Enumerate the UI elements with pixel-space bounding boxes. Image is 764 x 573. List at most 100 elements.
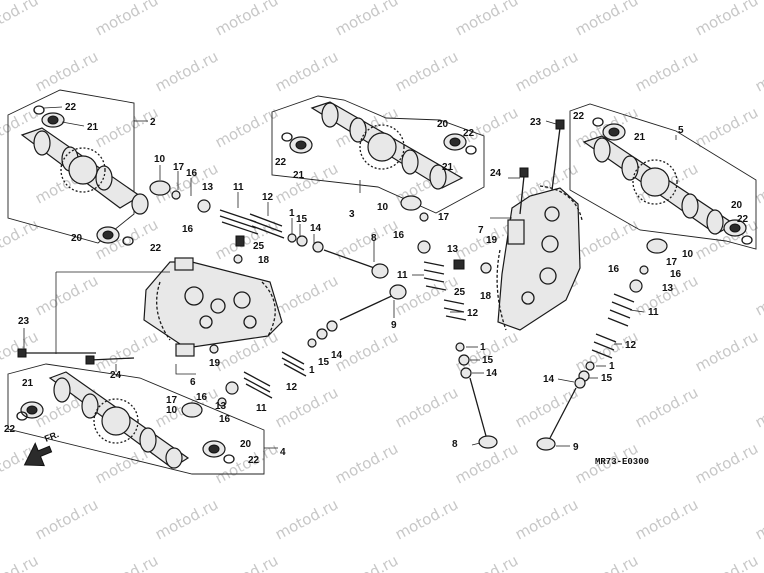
holder-bracket-b [175, 343, 195, 357]
bolt-23-a-head [17, 348, 27, 358]
bearing-20-a-core [102, 230, 114, 240]
label-25a: 25 [253, 241, 265, 252]
label-15d: 15 [601, 373, 613, 384]
label-15b: 15 [318, 357, 330, 368]
watermark-text: motod.ru [332, 551, 401, 573]
label-17b: 17 [166, 395, 178, 406]
cam-holder-7 [496, 185, 583, 331]
leader-11d [629, 309, 645, 313]
watermark-text: motod.ru [32, 495, 101, 543]
bolts [17, 119, 565, 365]
washer-18-a [233, 254, 243, 264]
holder-bracket-c [507, 219, 525, 245]
label-18b: 18 [480, 291, 492, 302]
label-1a: 1 [289, 208, 295, 219]
seal-15-b [316, 328, 328, 340]
watermark-text: motod.ru [92, 0, 161, 40]
bearing-21-e-core [608, 127, 620, 137]
cam-lobe-d4 [165, 447, 183, 469]
label-16f: 16 [670, 269, 682, 280]
part-labels: 22 21 2 10 17 16 13 16 20 22 11 12 1 15 … [4, 102, 749, 466]
cam-lobe-d2 [81, 393, 99, 419]
seal-22-c [281, 132, 293, 142]
diagram-code: MR73-E0300 [595, 457, 649, 467]
cam-gear-a [60, 147, 106, 193]
cam-lobe-d1 [53, 377, 71, 403]
watermark-text: motod.ru [572, 215, 641, 263]
label-14a: 14 [310, 223, 322, 234]
cam-lobe-b3 [401, 149, 419, 175]
watermark-text: motod.ru [572, 551, 641, 573]
valve-train-upper-right [417, 240, 498, 449]
watermark-text: motod.ru [332, 327, 401, 375]
label-19a: 19 [209, 358, 221, 369]
label-4: 4 [280, 447, 286, 458]
tappet-10-d [646, 238, 668, 254]
watermark-text: motod.ru [512, 383, 581, 431]
tappet-10-a [149, 180, 171, 196]
watermark-text: motod.ru [752, 383, 764, 431]
bolt-24-b-head [519, 167, 529, 178]
cam-lobe-a4 [131, 193, 149, 215]
watermark-text: motod.ru [272, 383, 341, 431]
label-23a: 23 [18, 316, 30, 327]
label-20c: 20 [437, 119, 449, 130]
label-22c: 22 [4, 424, 16, 435]
spring-11-d [607, 293, 635, 327]
label-16b: 16 [182, 224, 194, 235]
watermark-text: motod.ru [392, 495, 461, 543]
seal-22-e [16, 411, 28, 421]
label-22d: 22 [248, 455, 260, 466]
shim-17-b [217, 397, 227, 407]
watermark-text: motod.ru [752, 159, 764, 207]
cam-lobe-b4 [429, 164, 447, 190]
label-10b: 10 [166, 405, 178, 416]
label-12a: 12 [262, 192, 274, 203]
label-9b: 9 [573, 442, 579, 453]
leader-6c [175, 364, 196, 375]
spring-12-a [249, 213, 285, 239]
cam-holder-body-a [143, 261, 283, 349]
watermark-text: motod.ru [0, 0, 41, 40]
label-8a: 8 [371, 233, 377, 244]
dowel-19-a [209, 344, 219, 354]
fr-arrow-icon [23, 442, 53, 467]
cam-gear-a-hub [68, 155, 98, 185]
cam-lobe-a1 [33, 130, 51, 156]
watermark-text: motod.ru [392, 47, 461, 95]
label-21a: 21 [87, 122, 99, 133]
label-10c: 10 [377, 202, 389, 213]
retainer-13-b [225, 381, 239, 395]
watermark-text: motod.ru [212, 103, 281, 151]
watermark-text: motod.ru [332, 0, 401, 40]
label-11d: 11 [648, 307, 659, 318]
camshaft-assembly-5 [582, 117, 753, 254]
watermark-text: motod.ru [0, 551, 41, 573]
watermark-text: motod.ru [692, 103, 761, 151]
spring-12-b [281, 351, 307, 377]
label-24b: 24 [490, 168, 502, 179]
watermark-text: motod.ru [632, 47, 701, 95]
label-20a: 20 [71, 233, 83, 244]
label-16a: 16 [186, 168, 198, 179]
bearing-21-a-core [47, 115, 59, 125]
seal-15-a [296, 235, 308, 247]
label-17c: 17 [438, 212, 450, 223]
valve-9-b-stem [549, 387, 577, 439]
shim-17-a [171, 190, 181, 200]
cotter-1-b [307, 338, 317, 348]
watermark-text: motod.ru [512, 495, 581, 543]
group-box-4 [7, 363, 265, 475]
washer-18-b [480, 262, 492, 274]
holder-hole-a2 [210, 298, 226, 314]
cam-gear-d [93, 398, 139, 444]
retainer-13-c [417, 240, 431, 254]
leader-lines [23, 106, 677, 449]
holder-hole-b1 [544, 206, 560, 222]
label-17a: 17 [173, 162, 185, 173]
leader-22a [43, 106, 63, 109]
label-25b: 25 [454, 287, 466, 298]
label-20b: 20 [240, 439, 252, 450]
cam-gear-b [359, 124, 405, 170]
valve-8-b-head [478, 435, 498, 449]
